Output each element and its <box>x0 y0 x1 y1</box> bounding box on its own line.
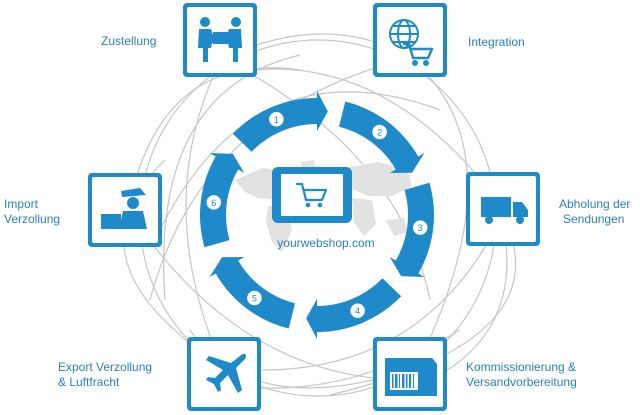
node-integration <box>373 3 447 77</box>
airplane-icon <box>206 353 247 393</box>
node-export <box>187 337 261 411</box>
label-pickup: Abholung der Sendungen <box>559 197 630 227</box>
node-delivery <box>183 3 257 77</box>
label-pickup-line1: Abholung der <box>559 197 631 211</box>
label-integration: Integration <box>468 35 525 49</box>
node-picking <box>373 337 447 411</box>
step-badge-circle <box>267 110 286 129</box>
step-number: 6 <box>211 198 216 208</box>
step-badge-circle <box>370 123 389 141</box>
label-pickup-line2: Sendungen <box>563 212 625 226</box>
label-picking: Kommissionierung & Versandvorbereitung <box>466 360 577 390</box>
step-badge-circle <box>245 289 264 307</box>
customs-officer-icon <box>101 188 147 229</box>
barcode-box-icon <box>385 358 437 396</box>
label-picking-line2: Versandvorbereitung <box>466 375 577 389</box>
node-pickup <box>466 172 540 246</box>
label-export-line2: & Luftfracht <box>58 375 120 389</box>
people-carrying-box-icon <box>198 17 242 62</box>
node-import <box>88 173 162 247</box>
label-picking-line1: Kommissionierung & <box>466 360 577 374</box>
step-number: 2 <box>377 127 382 137</box>
step-badge-circle <box>411 218 429 237</box>
tablet-cart-icon <box>272 167 352 223</box>
step-number: 1 <box>274 115 279 125</box>
step-number: 4 <box>355 306 360 316</box>
step-number: 3 <box>418 223 423 233</box>
step-number: 5 <box>252 294 257 304</box>
globe-cart-icon <box>389 19 434 66</box>
truck-icon <box>481 197 528 224</box>
label-export-line1: Export Verzollung <box>58 360 153 374</box>
label-import-line2: Verzollung <box>4 212 61 226</box>
label-delivery: Zustellung <box>101 34 157 48</box>
step-badge-circle <box>205 193 223 212</box>
center-url-label: yourwebshop.com <box>277 236 375 250</box>
label-import-line1: Import <box>4 197 39 211</box>
step-badges: 1 2 3 4 5 6 <box>205 110 429 320</box>
step-badge-circle <box>348 301 367 320</box>
label-export: Export Verzollung & Luftfracht <box>58 360 152 390</box>
label-import: Import Verzollung <box>4 197 60 227</box>
